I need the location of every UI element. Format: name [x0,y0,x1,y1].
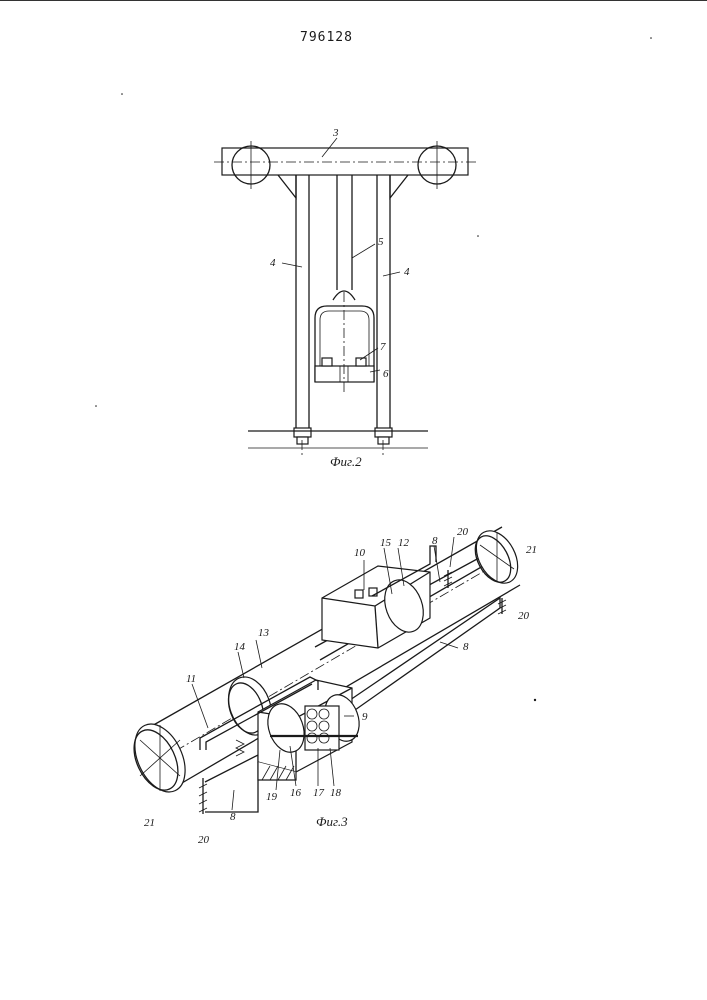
label-19: 19 [266,791,278,803]
label-10: 10 [354,547,366,559]
label-5: 5 [378,236,384,248]
figure-2: 3 4 4 5 6 7 Фиг.2 [214,127,476,469]
label-20-top: 20 [457,526,469,538]
label-21-left: 21 [144,817,155,829]
label-18: 18 [330,787,342,799]
beam [222,148,468,175]
label-15: 15 [380,537,392,549]
rail-bottom [205,755,258,812]
label-17: 17 [313,787,325,799]
label-14: 14 [234,641,246,653]
gusset-right [390,175,408,198]
label-6: 6 [383,368,389,380]
label-20-bottom: 20 [198,834,210,846]
label-8-mid: 8 [463,641,469,653]
label-3: 3 [332,127,339,139]
clamp-left [322,358,332,366]
label-21-right: 21 [526,544,537,556]
label-9: 9 [362,711,368,723]
roller-pack [305,706,339,750]
figure-2-caption: Фиг.2 [330,454,362,469]
figure-3-caption: Фиг.3 [316,814,348,829]
carriage [315,366,374,382]
label-20-mid: 20 [518,610,530,622]
label-11: 11 [186,673,196,685]
label-4-right: 4 [404,266,410,278]
label-16: 16 [290,787,302,799]
label-13: 13 [258,627,270,639]
label-12: 12 [398,537,410,549]
label-8-bottom: 8 [230,811,236,823]
figure-3: 20 21 8 12 15 10 20 8 13 14 11 9 19 16 1… [125,524,537,846]
label-4-left: 4 [270,257,276,269]
label-7: 7 [380,341,386,353]
label-8-top: 8 [432,535,438,547]
gusset-left [278,175,296,198]
